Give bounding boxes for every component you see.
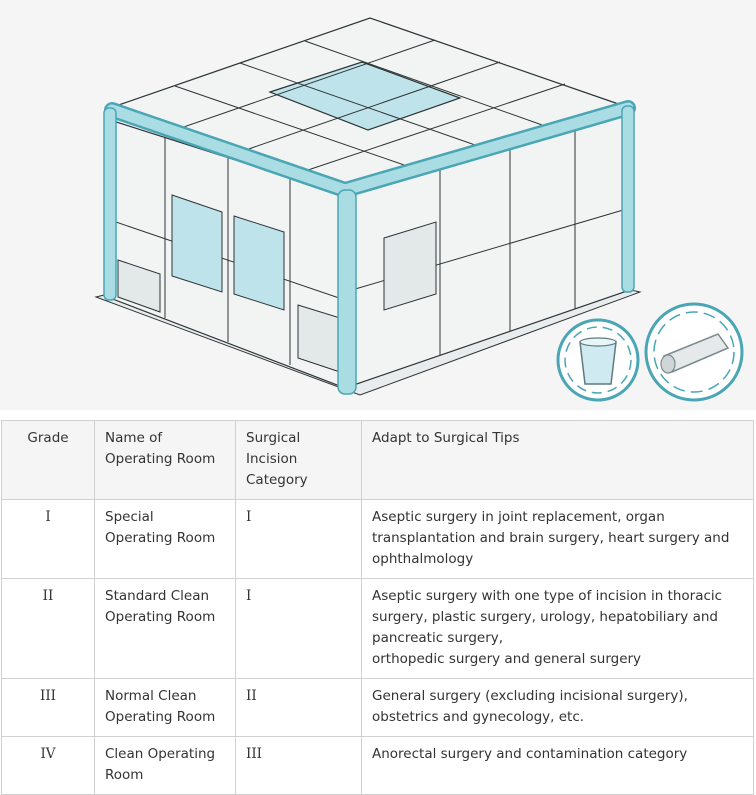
operating-room-grade-table: Grade Name of Operating Room Surgical In…	[1, 420, 754, 795]
tips-line: orthopedic surgery and general surgery	[372, 651, 642, 667]
room-name-cell: Standard Clean Operating Room	[94, 578, 236, 679]
room-name-cell: Special Operating Room	[94, 499, 236, 579]
grade-cell: III	[1, 678, 95, 737]
tips-line: Aseptic surgery with one type of incisio…	[372, 588, 723, 646]
pipe-roll-icon	[644, 302, 744, 402]
header-room-name: Name of Operating Room	[94, 420, 236, 500]
room-name-cell: Normal Clean Operating Room	[94, 678, 236, 737]
table-row: II Standard Clean Operating Room I Asept…	[1, 578, 754, 679]
grade-cell: II	[1, 578, 95, 679]
tips-line: Aseptic surgery in joint replacement, or…	[372, 509, 730, 567]
corner-columns	[103, 105, 635, 395]
table-row: III Normal Clean Operating Room II Gener…	[1, 678, 754, 737]
incision-cell: I	[235, 578, 362, 679]
tips-cell: Aseptic surgery in joint replacement, or…	[361, 499, 754, 579]
table-row: IV Clean Operating Room III Anorectal su…	[1, 736, 754, 795]
tips-cell: Anorectal surgery and contamination cate…	[361, 736, 754, 795]
tips-line: Anorectal surgery and contamination cate…	[372, 746, 688, 762]
table-header-row: Grade Name of Operating Room Surgical In…	[1, 420, 754, 500]
left-wall-panels	[109, 138, 346, 373]
operating-room-illustration	[94, 17, 744, 402]
roof-opening	[268, 61, 462, 131]
roof-grid	[174, 39, 566, 172]
grade-cell: IV	[1, 736, 95, 795]
right-wall-panels	[344, 127, 631, 355]
header-incision-category: Surgical Incision Category	[235, 420, 362, 500]
table-row: I Special Operating Room I Aseptic surge…	[1, 499, 754, 579]
header-surgical-tips: Adapt to Surgical Tips	[361, 420, 754, 500]
room-name-cell: Clean Operating Room	[94, 736, 236, 795]
incision-cell: I	[235, 499, 362, 579]
header-grade: Grade	[1, 420, 95, 500]
tips-cell: General surgery (excluding incisional su…	[361, 678, 754, 737]
tips-cell: Aseptic surgery with one type of incisio…	[361, 578, 754, 679]
grade-cell: I	[1, 499, 95, 579]
operating-room-figure	[94, 17, 744, 402]
cup-icon	[556, 318, 640, 402]
incision-cell: II	[235, 678, 362, 737]
tips-line: General surgery (excluding incisional su…	[372, 688, 688, 725]
incision-cell: III	[235, 736, 362, 795]
